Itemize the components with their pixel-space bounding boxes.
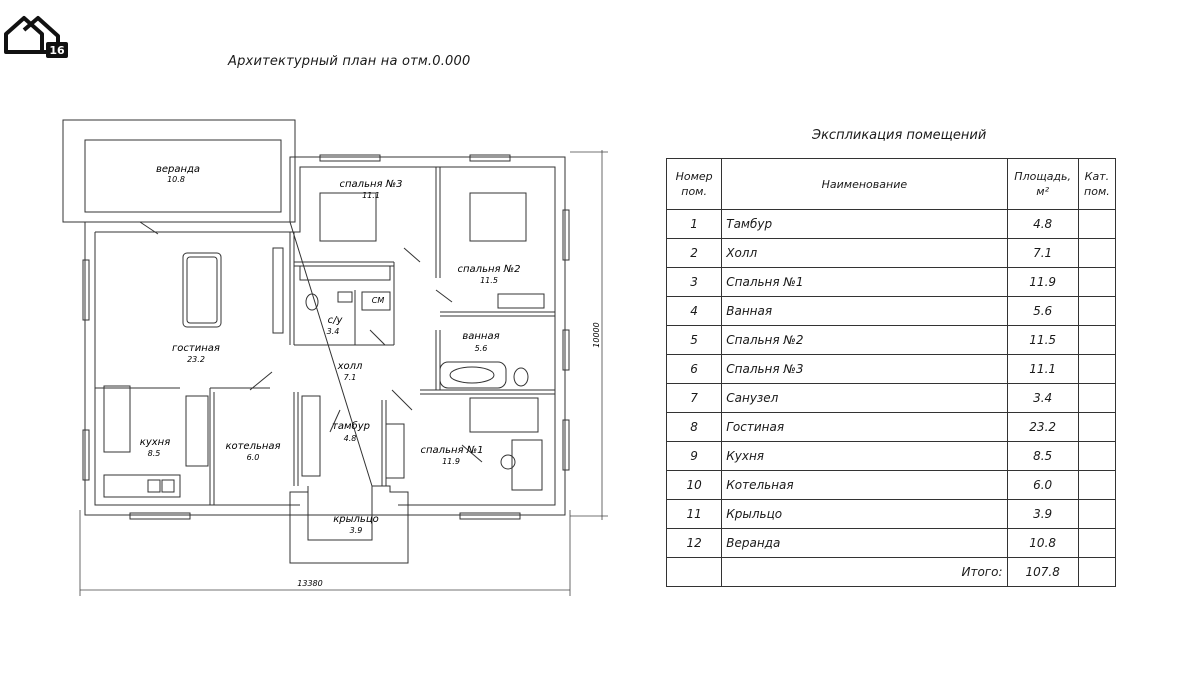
total-label: Итого: xyxy=(721,557,1008,587)
house-16-logo: 16 xyxy=(4,16,68,58)
table-row: 1 Тамбур 4.8 xyxy=(665,209,1117,239)
room-area-boiler: 6.0 xyxy=(247,453,260,462)
plan-title: Архитектурный план на отм.0.000 xyxy=(228,54,471,69)
table-row: 6 Спальня №3 11.1 xyxy=(665,354,1117,384)
explication-header-row: Номер пом. Наименование Площадь, м² Кат.… xyxy=(665,158,1117,210)
table-row: 5 Спальня №2 11.5 xyxy=(665,325,1117,355)
header-number: Номер пом. xyxy=(665,158,723,210)
room-label-bedroom1: спальня №1 xyxy=(421,445,484,456)
room-label-kitchen: кухня xyxy=(140,437,170,448)
room-area-hall: 7.1 xyxy=(344,373,357,382)
room-label-washing-machine: СМ xyxy=(372,296,385,305)
room-label-bedroom2: спальня №2 xyxy=(458,264,521,275)
total-value: 107.8 xyxy=(1006,557,1079,587)
room-label-wc: с/у xyxy=(328,315,344,326)
logo-number: 16 xyxy=(49,44,65,57)
table-row: 7 Санузел 3.4 xyxy=(665,383,1117,413)
room-area-tambour: 4.8 xyxy=(344,434,357,443)
room-label-bedroom3: спальня №3 xyxy=(340,179,403,190)
room-label-hall: холл xyxy=(337,361,363,372)
room-label-living: гостиная xyxy=(172,343,220,354)
table-row: 9 Кухня 8.5 xyxy=(665,441,1117,471)
header-category: Кат. пом. xyxy=(1077,158,1117,210)
room-area-wc: 3.4 xyxy=(327,327,340,336)
table-row: 4 Ванная 5.6 xyxy=(665,296,1117,326)
header-name: Наименование xyxy=(721,158,1008,210)
table-row: 11 Крыльцо 3.9 xyxy=(665,499,1117,529)
total-row: Итого: 107.8 xyxy=(665,557,1117,587)
room-area-bath: 5.6 xyxy=(475,344,488,353)
dimension-height: 10000 xyxy=(592,322,601,347)
room-label-boiler: котельная xyxy=(225,441,280,452)
room-area-veranda: 10.8 xyxy=(167,175,185,184)
table-row: 10 Котельная 6.0 xyxy=(665,470,1117,500)
header-area: Площадь, м² xyxy=(1006,158,1079,210)
table-row: 8 Гостиная 23.2 xyxy=(665,412,1117,442)
room-area-bedroom1: 11.9 xyxy=(442,457,460,466)
room-area-bedroom3: 11.1 xyxy=(362,191,380,200)
room-label-veranda: веранда xyxy=(156,164,200,175)
table-row: 2 Холл 7.1 xyxy=(665,238,1117,268)
room-label-tambour: тамбур xyxy=(332,420,370,432)
room-area-kitchen: 8.5 xyxy=(148,449,161,458)
room-area-porch: 3.9 xyxy=(350,526,363,535)
room-label-porch: крыльцо xyxy=(333,514,379,525)
room-area-bedroom2: 11.5 xyxy=(480,276,498,285)
dimension-width: 13380 xyxy=(297,579,322,588)
table-row: 12 Веранда 10.8 xyxy=(665,528,1117,558)
room-area-living: 23.2 xyxy=(187,355,205,364)
table-row: 3 Спальня №1 11.9 xyxy=(665,267,1117,297)
room-label-bath: ванная xyxy=(462,331,499,342)
explication-title: Экспликация помещений xyxy=(812,128,987,143)
explication-table: Номер пом. Наименование Площадь, м² Кат.… xyxy=(665,158,1117,587)
